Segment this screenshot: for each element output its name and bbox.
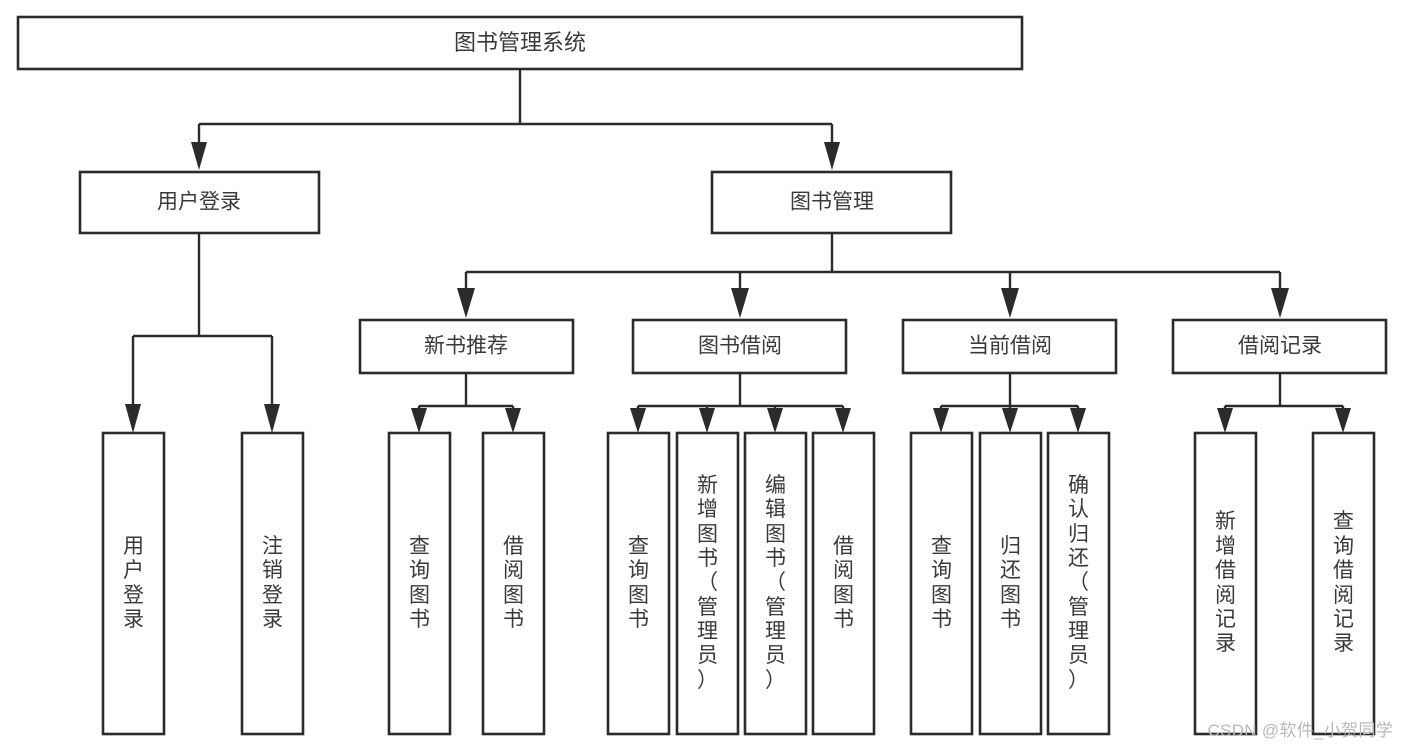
connectors-bookborrow-to-leaves xyxy=(630,373,851,433)
watermark-credit: CSDN @软件_小贺同学 xyxy=(1207,721,1393,740)
leaf-box-edit-book-admin[interactable] xyxy=(743,431,808,736)
connectors-root-to-level1 xyxy=(191,69,840,170)
leaf-box-return-book[interactable] xyxy=(978,431,1043,736)
leaf-box-user-login[interactable] xyxy=(101,431,166,736)
node-new-book-recommend-label: 新书推荐 xyxy=(424,335,508,358)
node-book-borrow[interactable] xyxy=(631,318,848,375)
node-book-borrow-label: 图书借阅 xyxy=(698,335,782,358)
leaf-box-query-book-recommend[interactable] xyxy=(387,431,452,736)
node-user-login[interactable] xyxy=(78,170,321,235)
connectors-userlogin-to-leaves xyxy=(125,233,280,433)
connectors-borrowrecords-to-leaves xyxy=(1217,373,1351,433)
node-current-borrow-label: 当前借阅 xyxy=(968,335,1052,358)
node-borrow-records[interactable] xyxy=(1171,318,1388,375)
connectors-currentborrow-to-leaves xyxy=(933,373,1086,433)
node-current-borrow[interactable] xyxy=(901,318,1118,375)
leaf-box-borrow-book[interactable] xyxy=(811,431,876,736)
leaf-box-borrow-book-recommend[interactable] xyxy=(481,431,546,736)
connectors-newbook-to-leaves xyxy=(411,373,521,433)
leaf-box-add-borrow-record[interactable] xyxy=(1193,431,1258,736)
node-new-book-recommend[interactable] xyxy=(358,318,575,375)
leaf-box-logout[interactable] xyxy=(240,431,305,736)
leaf-box-confirm-return-admin[interactable] xyxy=(1046,431,1111,736)
connectors-bookmgmt-to-level2 xyxy=(457,233,1289,318)
node-root-system-label: 图书管理系统 xyxy=(454,30,586,55)
leaf-box-query-borrow-record[interactable] xyxy=(1311,431,1376,736)
leaf-box-query-book-current[interactable] xyxy=(909,431,974,736)
node-borrow-records-label: 借阅记录 xyxy=(1238,335,1322,358)
node-book-management[interactable] xyxy=(710,170,953,235)
leaf-box-query-book-borrow[interactable] xyxy=(606,431,671,736)
node-book-management-label: 图书管理 xyxy=(790,191,874,214)
leaf-box-add-book-admin[interactable] xyxy=(675,431,740,736)
node-user-login-label: 用户登录 xyxy=(157,191,241,214)
node-root-system[interactable] xyxy=(16,15,1024,71)
